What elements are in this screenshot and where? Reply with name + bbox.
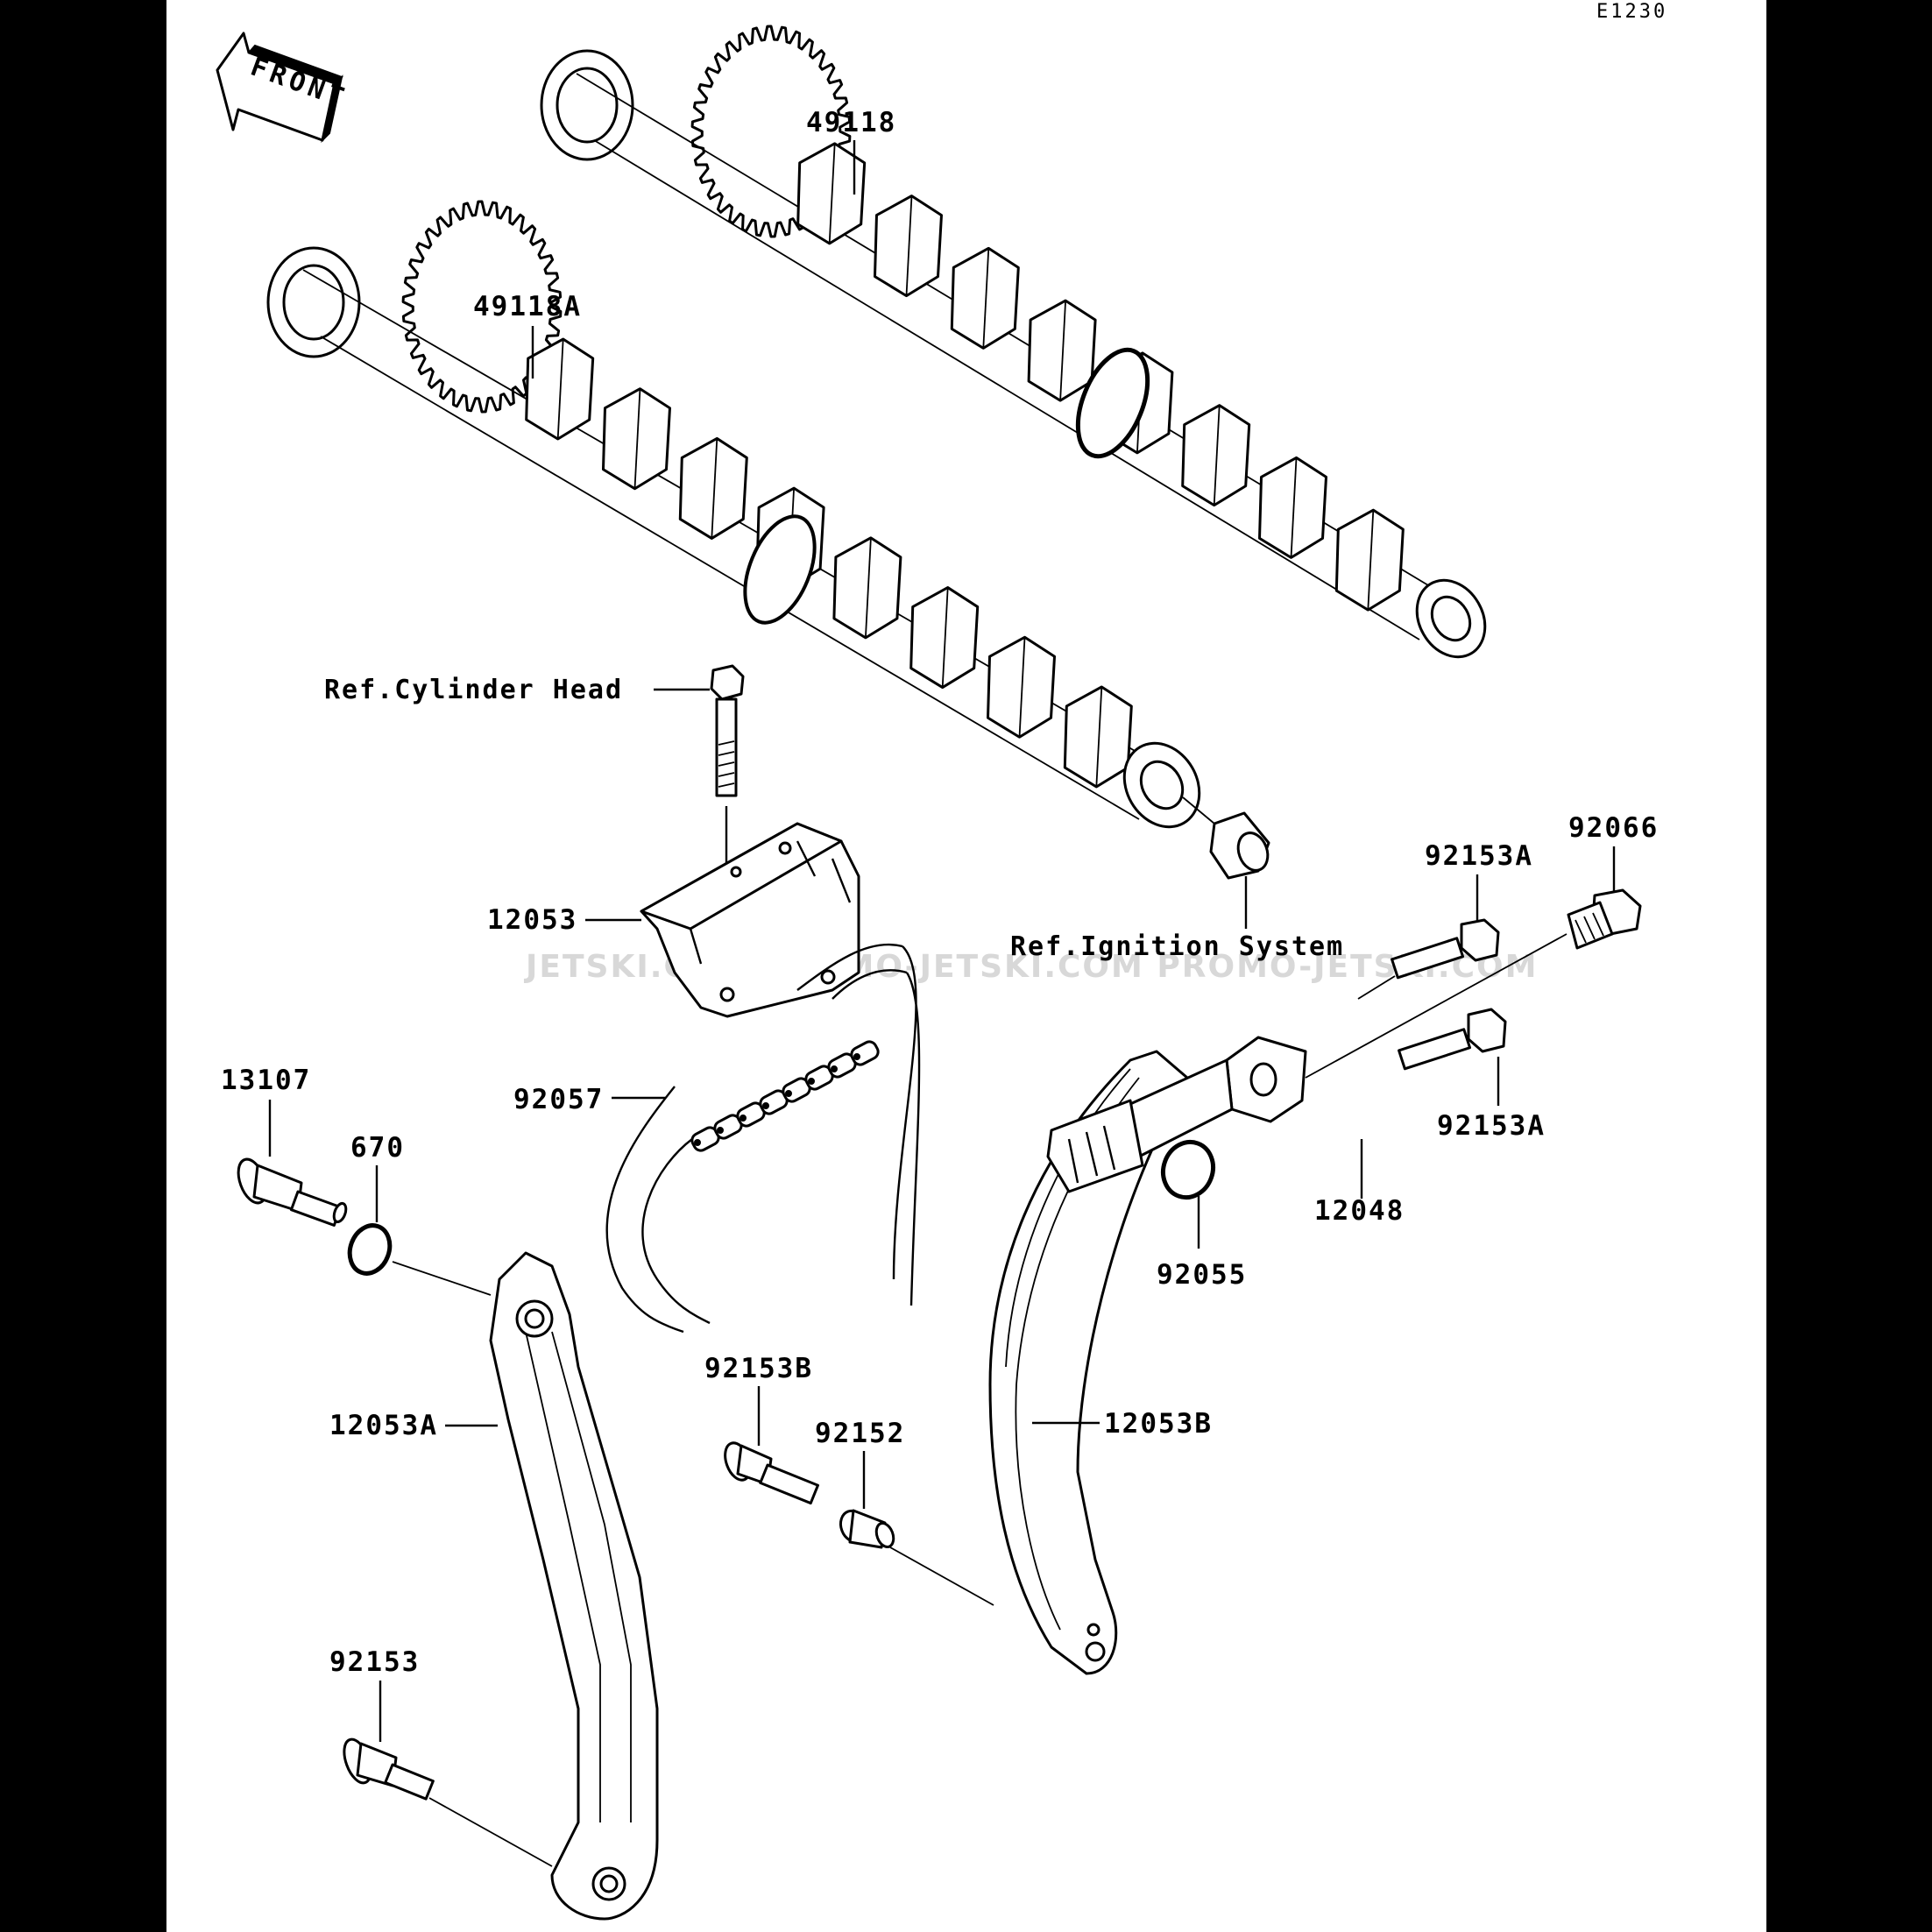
label-chain-guide-tensioner: 12053A: [329, 1410, 438, 1441]
chain-guide-front: [988, 1050, 1189, 1675]
cam-lobe: [950, 246, 1020, 350]
label-tensioner-cap-bolt: 92066: [1568, 812, 1659, 844]
cam-lobe: [1063, 685, 1133, 789]
label-tensioner-bolt-upper: 92153A: [1425, 840, 1533, 872]
tensioner-cap-bolt: [1567, 888, 1642, 950]
ref-cylinder-head: Ref.Cylinder Head: [324, 675, 623, 705]
label-chain-guide-front: 12053B: [1104, 1408, 1213, 1440]
cam-chain: [605, 943, 921, 1334]
tensioner-bolt-upper: [1391, 918, 1500, 980]
cam-lobe: [1258, 456, 1328, 559]
ref-ignition-system: Ref.Ignition System: [1010, 931, 1344, 962]
label-collar: 92152: [815, 1418, 905, 1449]
chain-link: [850, 1040, 880, 1066]
guide-bolt: [343, 1737, 435, 1801]
label-guide-bolt: 92153: [329, 1646, 420, 1678]
oring-pivot: [347, 1223, 393, 1276]
cam-lobe: [832, 536, 902, 640]
oring-tensioner: [1161, 1139, 1215, 1200]
collar: [839, 1509, 895, 1549]
label-pivot-bolt: 13107: [221, 1065, 311, 1096]
cam-lobe: [909, 586, 980, 690]
guide-bolt-b: [724, 1441, 819, 1505]
label-camshaft-exhaust: 49118: [806, 107, 896, 138]
pivot-bolt: [237, 1157, 348, 1227]
chain-tensioner: [1046, 1036, 1307, 1193]
label-oring-tensioner: 92055: [1157, 1259, 1247, 1291]
ignition-rotor-pin: [1209, 811, 1270, 880]
cam-lobe: [601, 387, 671, 491]
label-chain-tensioner: 12048: [1314, 1195, 1405, 1227]
cam-sprocket-intake: [401, 200, 563, 414]
diagram-code: E1230: [1596, 1, 1667, 23]
cylinder-head-bolt: [710, 664, 745, 797]
label-cam-chain: 92057: [513, 1084, 604, 1115]
label-chain-guide-top: 12053: [487, 904, 577, 936]
cam-lobe: [1334, 508, 1405, 612]
cam-lobe: [525, 337, 595, 441]
cam-lobe: [1027, 299, 1097, 402]
cam-lobe: [873, 195, 943, 298]
label-tensioner-bolt-lower: 92153A: [1437, 1110, 1546, 1142]
chain-guide-top: [640, 822, 860, 1018]
cam-lobe: [678, 436, 748, 540]
tensioner-bolt-lower: [1398, 1008, 1507, 1071]
camshaft-exhaust: [540, 25, 1487, 659]
label-oring-pivot: 670: [350, 1132, 405, 1164]
label-guide-bolt-b: 92153B: [704, 1353, 813, 1384]
parts-diagram-sheet: JETSKI.COM PROMO-JETSKI.COM PROMO-JETSKI…: [166, 0, 1766, 1932]
chain-guide-tensioner: [489, 1251, 659, 1921]
camshaft-intake: [266, 200, 1201, 829]
label-camshaft-intake: 49118A: [473, 291, 582, 322]
cam-lobe: [1181, 404, 1251, 507]
parts-diagram: JETSKI.COM PROMO-JETSKI.COM PROMO-JETSKI…: [216, 1, 1667, 1921]
front-arrow-icon: FRONT: [216, 32, 352, 144]
cam-lobe: [987, 635, 1057, 739]
